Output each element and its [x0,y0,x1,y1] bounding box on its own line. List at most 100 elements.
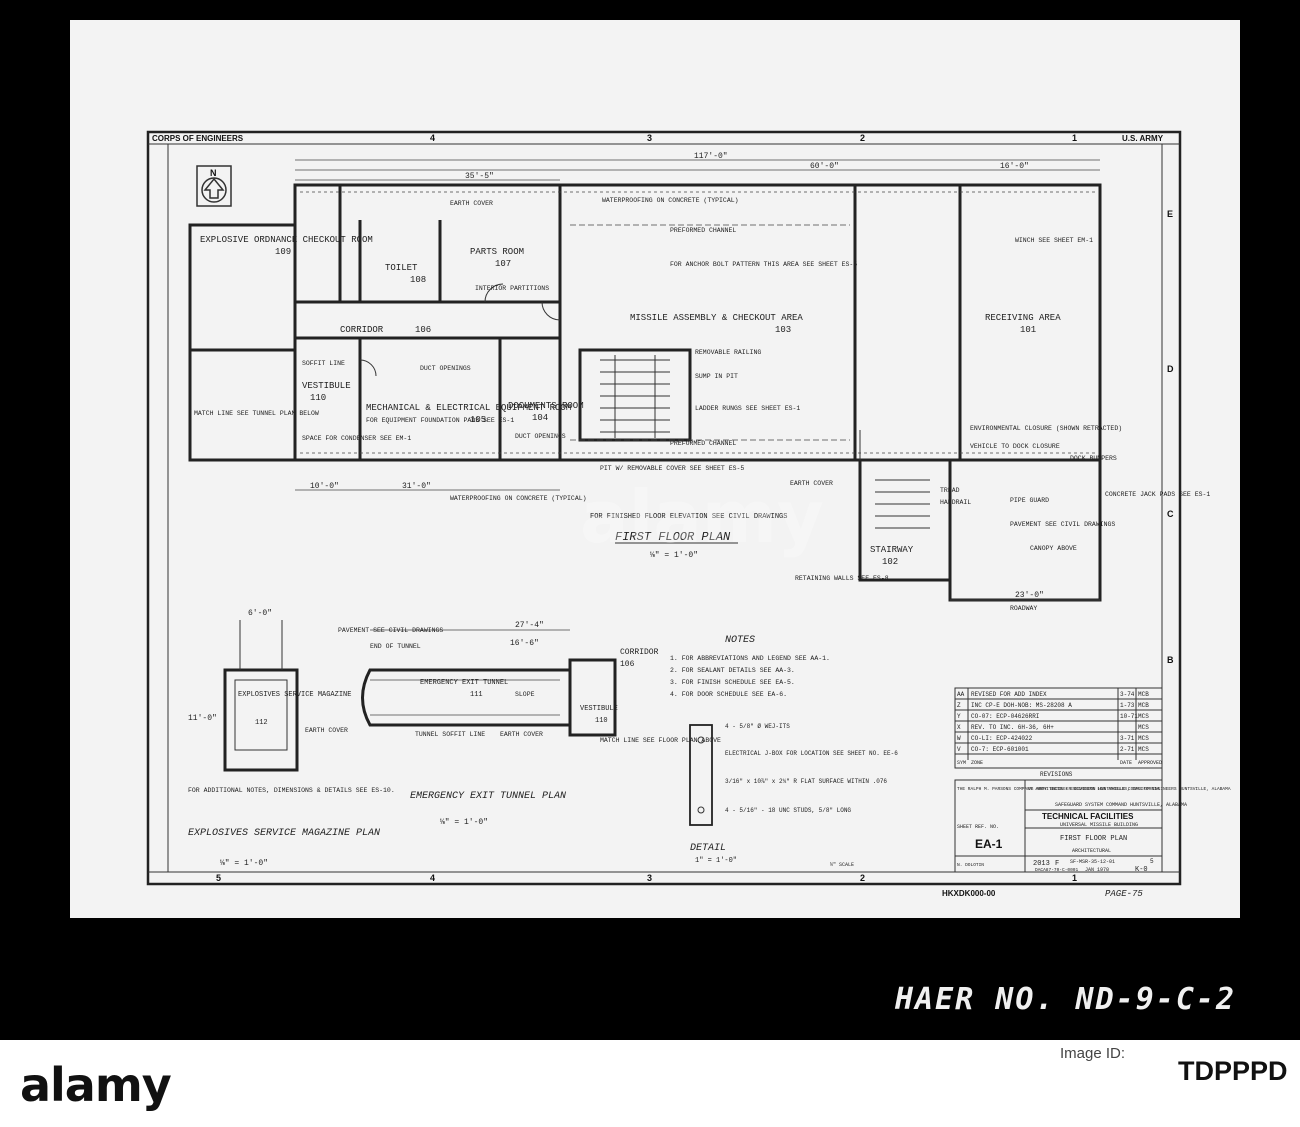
sheet-ref: EA-1 [975,837,1003,851]
room-name-106: CORRIDOR [340,325,384,335]
room-num-102: 102 [882,557,898,567]
magazine-depth: 11'-0" [188,714,217,723]
label-waterproofing: WATERPROOFING ON CONCRETE (TYPICAL) [602,197,739,204]
rev-desc-5: CO-7: ECP-601001 [971,746,1029,753]
first-floor-plan-title: FOR FINISHED FLOOR ELEVATION SEE CIVIL D… [590,513,787,560]
rev-sym-5: V [957,746,961,753]
tunnel-pavement: PAVEMENT SEE CIVIL DRAWINGS [338,627,443,634]
bottom-dimensions: 31'-0" 10'-0" 23'-0" [295,482,1044,600]
rev-number: 5 [1150,858,1154,865]
tunnel-title: EMERGENCY EXIT TUNNEL PLAN [410,791,566,802]
rev-appr-0: MCB [1138,691,1149,698]
magazine-num: 112 [255,719,268,727]
detail-title: DETAIL [690,843,726,854]
tunnel-corridor-num: 106 [620,660,635,669]
rev-sym-3: X [957,724,961,731]
label-waterproofing-2: WATERPROOFING ON CONCRETE (TYPICAL) [450,495,587,502]
room-num-108: 108 [410,275,426,285]
plan-title: FIRST FLOOR PLAN [615,530,731,544]
drawing-sheet: CORPS OF ENGINEERS U.S. ARMY 4 3 2 1 5 4… [70,20,1240,918]
rev-date-5: 2-71 [1120,746,1135,753]
room-name-102: STAIRWAY [870,545,914,555]
label-vehicle-dock: VEHICLE TO DOCK CLOSURE [970,443,1060,450]
rev-date-0: 3-74 [1120,691,1135,698]
room-num-101: 101 [1020,325,1036,335]
sheet-border [146,130,1182,886]
col-label-b4: 4 [430,873,435,883]
revisions-label: REVISIONS [1040,771,1073,778]
first-floor-plan-walls [188,183,1102,602]
tunnel-vestibule: VESTIBULE [580,705,618,713]
room-name-104: DOCUMENTS ROOM [508,401,584,411]
floor-note: FOR FINISHED FLOOR ELEVATION SEE CIVIL D… [590,513,787,521]
label-duct-openings-2: DUCT OPENINGS [515,433,566,440]
building-name: UNIVERSAL MISSILE BUILDING [1060,822,1138,828]
corps-label: CORPS OF ENGINEERS [152,134,244,143]
tunnel-scale: ⅛" = 1'-0" [440,818,488,827]
label-environmental: ENVIRONMENTAL CLOSURE (SHOWN RETRACTED) [970,425,1122,432]
room-num-105: 105 [470,415,486,425]
tunnel-earth: EARTH COVER [500,731,543,738]
image-id: TDPPPD [1178,1056,1288,1086]
label-concrete-jack: CONCRETE JACK PADS SEE ES-1 [1105,491,1210,498]
note-2: 2. FOR SEALANT DETAILS SEE AA-3. [670,667,795,674]
blueprint-drawing: CORPS OF ENGINEERS U.S. ARMY 4 3 2 1 5 4… [146,130,1231,899]
room-num-107: 107 [495,259,511,269]
note-3: 3. FOR FINISH SCHEDULE SEE EA-5. [670,679,795,686]
dim-overall: 117'-0" [694,152,728,161]
room-num-109: 109 [275,247,291,257]
room-num-106: 106 [415,325,431,335]
dwg-no: SF-MSR-35-12-01 [1070,859,1115,865]
alamy-logo[interactable]: alamy [20,1058,172,1112]
magazine-note: FOR ADDITIONAL NOTES, DIMENSIONS & DETAI… [188,787,395,794]
label-roadway: ROADWAY [1010,605,1037,612]
drawing-date: JAN 1970 [1085,867,1109,873]
command-name: SAFEGUARD SYSTEM COMMAND HUNTSVILLE, ALA… [1055,802,1187,808]
rev-sym-1: Z [957,702,961,709]
page-number: PAGE-75 [1105,889,1143,899]
label-equip-pads: FOR EQUIPMENT FOUNDATION PADS SEE ES-1 [366,417,514,424]
revisions-table: AA REVISED FOR ADD INDEX 3-74 MCB Z INC … [954,687,1163,778]
rev-appr-1: MCB [1138,702,1149,709]
notes-title: NOTES [725,635,755,646]
dim-23: 23'-0" [1015,591,1044,600]
rev-desc-2: CO-07: ECP-04626RRI [971,713,1039,720]
plan-scale: ⅛" = 1'-0" [650,551,698,560]
tunnel-num: 111 [470,691,483,699]
dim-10: 10'-0" [310,482,339,491]
col-label-4: 4 [430,133,435,143]
file-no: 2013 [1033,860,1050,868]
label-winch: WINCH SEE SHEET EM-1 [1015,237,1093,244]
note-4: 4. FOR DOOR SCHEDULE SEE EA-6. [670,691,787,698]
col-label-3: 3 [647,133,652,143]
label-retaining: RETAINING WALLS SEE ES-8 [795,575,889,582]
sheet-title: FIRST FLOOR PLAN [1060,835,1127,843]
col-label-b3: 3 [647,873,652,883]
room-name-108: TOILET [385,263,418,273]
room-name-107: PARTS ROOM [470,247,524,257]
discipline: ARCHITECTURAL [1072,848,1111,854]
col-label-b2: 2 [860,873,865,883]
rev-date-4: 3-71 [1120,735,1135,742]
label-sump: SUMP IN PIT [695,373,738,380]
row-label-b: B [1167,655,1174,665]
dim-16: 16'-0" [1000,162,1029,171]
label-ladder-rungs: LADDER RUNGS SEE SHEET ES-1 [695,405,800,412]
rev-date-2: 10-71 [1120,713,1138,720]
room-labels: EXPLOSIVE ORDNANCE CHECKOUT ROOM 109 TOI… [200,235,1061,567]
catalog-number: HKXDK000-00 [942,889,996,898]
stock-footer [0,1040,1300,1127]
dim-31: 31'-0" [402,482,431,491]
drawn-by: N. DOLOTIN [957,862,984,868]
tunnel-length: 27'-4" [515,621,544,630]
room-name-110: VESTIBULE [302,381,351,391]
tunnel-end: END OF TUNNEL [370,643,421,650]
label-earth-cover-2: EARTH COVER [790,480,833,487]
magazine-title: EXPLOSIVES SERVICE MAGAZINE PLAN [188,828,380,839]
room-name-109: EXPLOSIVE ORDNANCE CHECKOUT ROOM [200,235,373,245]
col-label-2: 2 [860,133,865,143]
rev-appr-2: MCS [1138,713,1149,720]
label-interior-partitions: INTERIOR PARTITIONS [475,285,549,292]
title-block: THE RALPH M. PARSONS COMPANY ARCHITECTS … [830,779,1231,899]
label-pipe-guard: PIPE GUARD [1010,497,1049,504]
